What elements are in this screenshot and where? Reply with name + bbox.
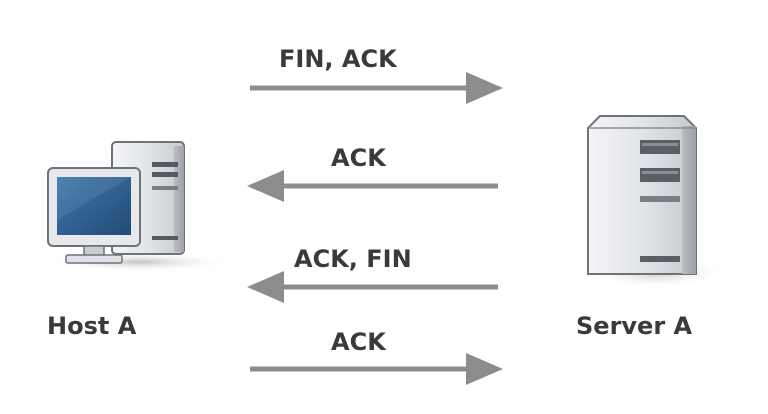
arrow-ack-1 (247, 170, 498, 202)
message-label-fin-ack: FIN, ACK (279, 45, 397, 73)
server-tower-icon (585, 115, 725, 288)
arrow-ack-2 (250, 353, 503, 385)
desktop-computer-icon (45, 141, 235, 272)
message-label-ack-1: ACK (331, 144, 386, 172)
message-label-ack-2: ACK (331, 328, 386, 356)
arrow-ack-fin (247, 271, 498, 303)
host-label: Host A (47, 312, 137, 340)
server-label: Server A (576, 312, 693, 340)
message-label-ack-fin: ACK, FIN (294, 245, 412, 273)
arrow-fin-ack (250, 72, 503, 104)
